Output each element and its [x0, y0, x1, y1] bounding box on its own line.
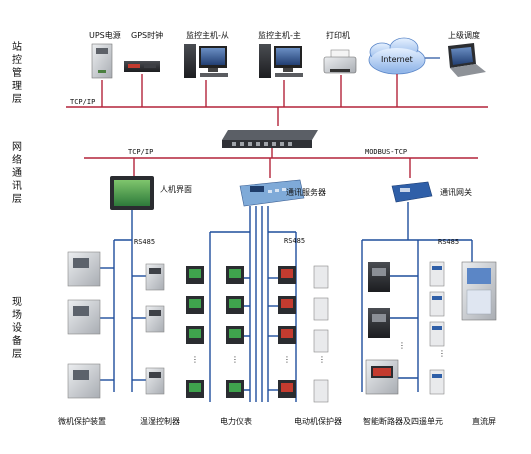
smart-breaker-icons	[365, 262, 399, 395]
power-meter-icons	[186, 266, 244, 398]
power-meter-label: 电力仪表	[220, 416, 252, 426]
station-bus-label: TCP/IP	[70, 98, 95, 106]
rs485-left-label: RS485	[134, 238, 155, 246]
network-bus-right-label: MODBUS-TCP	[365, 148, 407, 156]
workstation-master-icon	[259, 44, 303, 78]
motor-dots-1: ⋮	[283, 355, 291, 364]
layer-title-station: 站 控 管 理 层	[12, 40, 22, 105]
svg-text:管: 管	[12, 66, 22, 79]
svg-text:讯: 讯	[12, 180, 22, 192]
comm-gateway-icon	[391, 181, 433, 203]
field-wiring	[100, 202, 473, 402]
motor-protector-icons	[278, 265, 329, 403]
temp-controller-label: 温湿控制器	[140, 416, 180, 426]
workstation-slave-icon	[184, 44, 228, 78]
motor-protector-label: 电动机保护器	[294, 416, 342, 426]
temp-controller-icons	[145, 263, 165, 395]
svg-text:场: 场	[12, 308, 22, 321]
rs485-right-label: RS485	[438, 238, 459, 246]
gps-label: GPS时钟	[131, 30, 163, 40]
meter-dots-1: ⋮	[191, 355, 199, 364]
unit-dots: ⋮	[438, 349, 446, 358]
protection-label: 微机保护装置	[58, 416, 106, 426]
meter-dots-2: ⋮	[231, 355, 239, 364]
breaker-dots: ⋮	[398, 341, 406, 350]
hmi-panel-icon	[110, 176, 154, 210]
internet-label: Internet	[381, 55, 413, 64]
gateway-label: 通讯网关	[440, 187, 472, 197]
svg-text:层: 层	[12, 193, 22, 205]
hmi-label: 人机界面	[160, 184, 192, 194]
network-drops	[133, 158, 411, 178]
ups-icon	[91, 43, 113, 79]
breaker-label: 智能断路器及四遥单元	[363, 416, 443, 426]
internet-cloud-icon: Internet	[368, 37, 426, 75]
rs485-mid-label: RS485	[284, 237, 305, 245]
svg-text:网: 网	[12, 141, 22, 153]
laptop-icon	[448, 43, 486, 77]
network-bus-left-label: TCP/IP	[128, 148, 153, 156]
printer-icon	[323, 49, 357, 74]
network-switch-icon	[222, 130, 318, 148]
svg-text:现: 现	[12, 296, 22, 308]
protection-device-icons	[67, 251, 101, 399]
ups-label: UPS电源	[89, 30, 121, 40]
svg-text:站: 站	[12, 40, 22, 53]
layer-title-network: 网 络 通 讯 层	[12, 141, 22, 205]
gps-clock-icon	[124, 61, 160, 72]
printer-label: 打印机	[326, 30, 350, 40]
comm-server-label: 通讯服务器	[286, 187, 326, 197]
svg-text:通: 通	[12, 167, 22, 179]
dc-cabinet-icon	[461, 261, 497, 321]
svg-text:层: 层	[12, 348, 22, 360]
remote-unit-icons	[429, 261, 445, 395]
svg-text:备: 备	[12, 334, 22, 347]
svg-text:设: 设	[12, 322, 22, 334]
svg-text:控: 控	[12, 53, 22, 66]
layer-title-field: 现 场 设 备 层	[12, 296, 22, 360]
svg-text:理: 理	[12, 80, 22, 92]
station-drops	[101, 74, 398, 126]
comm-server-icon	[239, 179, 305, 207]
monitor-slave-label: 监控主机-从	[186, 30, 229, 40]
motor-dots-2: ⋮	[318, 355, 326, 364]
svg-text:层: 层	[12, 93, 22, 105]
dc-cabinet-label: 直流屏	[472, 416, 496, 426]
monitor-master-label: 监控主机-主	[258, 30, 301, 40]
upper-dispatch-label: 上级调度	[448, 30, 480, 40]
svg-text:络: 络	[12, 153, 22, 166]
